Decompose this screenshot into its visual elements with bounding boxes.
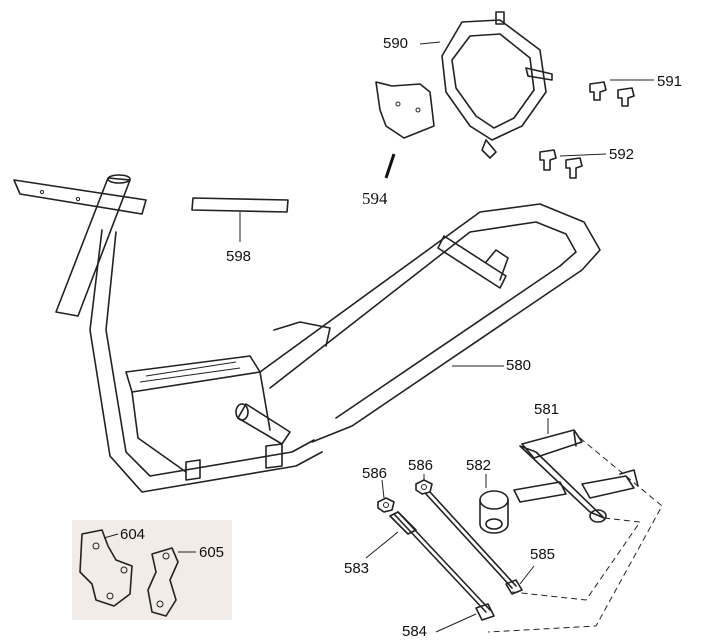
bolt-585 xyxy=(425,491,535,595)
label-584: 584 xyxy=(402,623,428,640)
bolt-head-584 xyxy=(435,603,495,633)
label-592: 592 xyxy=(609,146,635,163)
label-590: 590 xyxy=(383,35,409,52)
plate-594 xyxy=(375,81,435,179)
label-591: 591 xyxy=(657,73,683,90)
label-586-left: 586 xyxy=(362,465,388,482)
label-594: 594 xyxy=(362,189,388,208)
label-605: 605 xyxy=(199,544,225,561)
main-frame-580 xyxy=(13,174,601,493)
tag-plate-598 xyxy=(191,197,289,242)
label-585: 585 xyxy=(530,546,556,563)
bracket-590 xyxy=(419,11,553,159)
bushing-582 xyxy=(479,474,509,534)
inset-brackets-604-605 xyxy=(79,529,196,617)
label-598: 598 xyxy=(226,248,252,265)
label-582: 582 xyxy=(466,457,492,474)
label-586-right: 586 xyxy=(408,457,434,474)
inset-background xyxy=(72,520,232,620)
sleeve-583 xyxy=(365,511,491,613)
bolts-591 xyxy=(589,79,654,107)
label-604: 604 xyxy=(120,526,146,543)
bolts-592 xyxy=(539,149,607,179)
label-580: 580 xyxy=(506,357,532,374)
label-581: 581 xyxy=(534,401,560,418)
nuts-586 xyxy=(377,474,433,513)
label-583: 583 xyxy=(344,560,370,577)
swing-arm-581 xyxy=(487,418,663,633)
